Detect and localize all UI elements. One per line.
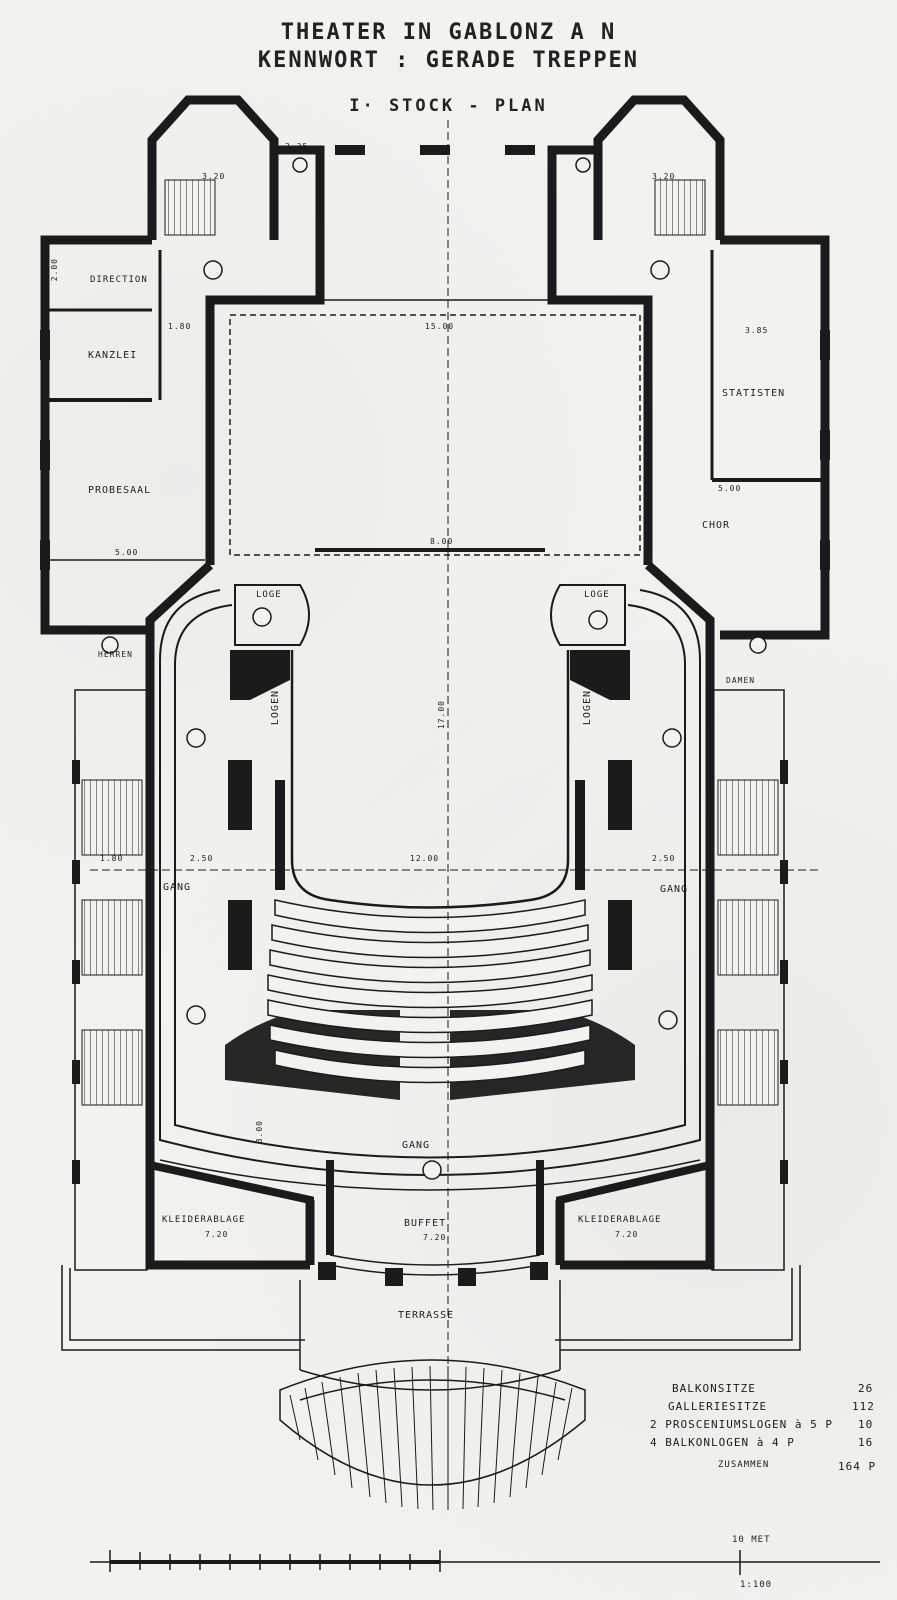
stair-treads bbox=[289, 1365, 573, 1511]
dim-label: 15.00 bbox=[425, 322, 455, 331]
dim-label: 2.00 bbox=[50, 258, 59, 282]
entrance-piers bbox=[318, 1262, 548, 1286]
room-label-statisten: STATISTEN bbox=[722, 388, 786, 399]
dim-label: 5.00 bbox=[115, 548, 139, 557]
dim-label: 2.35 bbox=[285, 142, 309, 151]
dim-label: 3.20 bbox=[202, 172, 226, 181]
summary-label: 2 PROSCENIUMSLOGEN à 5 P bbox=[650, 1418, 833, 1431]
front-stair bbox=[279, 1359, 586, 1486]
room-label-logen-right: LOGEN bbox=[582, 690, 593, 726]
axis-lines bbox=[90, 120, 820, 1480]
dim-label: 3.20 bbox=[652, 172, 676, 181]
room-label-gang-left: GANG bbox=[163, 882, 192, 893]
dim-label: 5.00 bbox=[718, 484, 742, 493]
room-label-logen-left: LOGEN bbox=[270, 690, 281, 726]
summary-label: BALKONSITZE bbox=[672, 1382, 756, 1395]
dim-label: 2.50 bbox=[652, 854, 676, 863]
dim-label: 8.00 bbox=[430, 537, 454, 546]
summary-value: 112 bbox=[852, 1400, 875, 1413]
room-label-chor: CHOR bbox=[702, 520, 731, 531]
room-label-loge-right: LOGE bbox=[584, 590, 610, 600]
dim-label: 7.20 bbox=[205, 1230, 229, 1239]
dim-label: 3.85 bbox=[745, 326, 769, 335]
window-marks bbox=[40, 145, 830, 1184]
column-markers bbox=[101, 157, 767, 1180]
side-seat-columns bbox=[275, 780, 585, 890]
dim-label: 17.00 bbox=[437, 700, 446, 730]
room-label-terrasse: TERRASSE bbox=[398, 1310, 455, 1321]
summary-value: 16 bbox=[858, 1436, 874, 1449]
dim-label: 3.00 bbox=[255, 1120, 264, 1144]
room-label-loge-left: LOGE bbox=[256, 590, 282, 600]
buffet-area bbox=[159, 1159, 701, 1276]
proscenium-boxes bbox=[234, 584, 626, 646]
front-walls bbox=[149, 1160, 711, 1255]
summary-label: GALLERIESITZE bbox=[668, 1400, 768, 1413]
room-label-herren: HERREN bbox=[98, 650, 133, 659]
seat-rows bbox=[267, 899, 593, 1084]
plan-title: THEATER IN GABLONZ A N bbox=[280, 20, 617, 45]
room-label-damen: DAMEN bbox=[726, 676, 756, 685]
balcony-opening bbox=[290, 548, 570, 909]
scale-unit: 10 MET bbox=[732, 1535, 771, 1545]
scale-ratio: 1:100 bbox=[740, 1580, 773, 1590]
facade-lines bbox=[45, 250, 825, 1351]
room-label-gang-bottom: GANG bbox=[402, 1140, 431, 1151]
summary-total-label: ZUSAMMEN bbox=[718, 1460, 770, 1470]
room-label-kanzlei: KANZLEI bbox=[88, 350, 138, 361]
dim-label: 1.80 bbox=[168, 322, 192, 331]
summary-value: 26 bbox=[858, 1382, 874, 1395]
room-label-kleiderablage-right: KLEIDERABLAGE bbox=[578, 1215, 662, 1225]
dim-label: 1.80 bbox=[100, 854, 124, 863]
scale-bar bbox=[90, 1550, 880, 1575]
room-label-direction: DIRECTION bbox=[90, 275, 148, 285]
room-label-kleiderablage-left: KLEIDERABLAGE bbox=[162, 1215, 246, 1225]
room-label-gang-right: GANG bbox=[660, 884, 689, 895]
dim-label: 2.50 bbox=[190, 854, 214, 863]
summary-total-value: 164 P bbox=[838, 1460, 877, 1473]
dim-label: 7.20 bbox=[423, 1233, 447, 1242]
plan-motto: KENNWORT : GERADE TREPPEN bbox=[257, 48, 640, 73]
summary-value: 10 bbox=[858, 1418, 874, 1431]
summary-label: 4 BALKONLOGEN à 4 P bbox=[650, 1436, 795, 1449]
room-label-probesaal: PROBESAAL bbox=[88, 485, 152, 496]
outer-walls bbox=[40, 95, 830, 1270]
stair-flights bbox=[81, 179, 779, 1106]
floor-title: I· STOCK - PLAN bbox=[349, 96, 548, 116]
room-label-buffet: BUFFET bbox=[404, 1218, 447, 1229]
dim-label: 7.20 bbox=[615, 1230, 639, 1239]
dim-label: 12.00 bbox=[410, 854, 440, 863]
